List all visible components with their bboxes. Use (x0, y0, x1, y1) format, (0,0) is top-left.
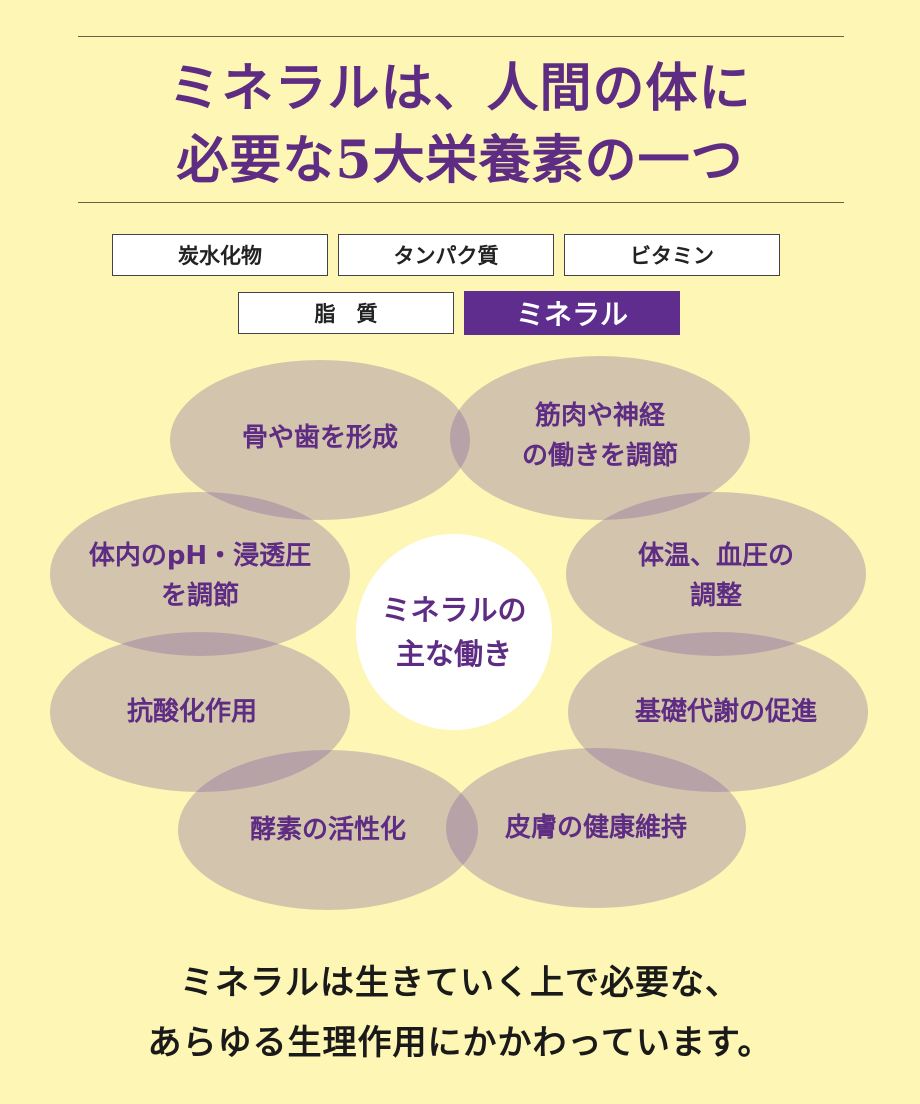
function-label-0-line1: 骨や歯を形成 (241, 423, 398, 453)
function-label-3-line1: 基礎代謝の促進 (634, 697, 817, 727)
function-label-6-line1: 抗酸化作用 (126, 697, 257, 727)
nutrient-protein: タンパク質 (338, 234, 554, 276)
ellipse-enzyme (178, 750, 478, 910)
ellipse-muscle-nerve (450, 356, 750, 520)
function-label-2: 体温、血圧の 調整 (566, 536, 866, 616)
function-label-6: 抗酸化作用 (42, 692, 342, 732)
ellipse-metabolism (568, 632, 868, 792)
nutrient-carbohydrates: 炭水化物 (112, 234, 328, 276)
nutrient-minerals: ミネラル (464, 291, 680, 335)
footer-line-1: ミネラルは生きていく上で必要な、 (180, 963, 740, 1003)
nutrient-lipids: 脂 質 (238, 292, 454, 334)
function-label-1-line1: 筋肉や神経 (534, 401, 665, 431)
footer-line-2: あらゆる生理作用にかかわっています。 (147, 1023, 773, 1063)
function-label-7: 体内のpH・浸透圧 を調節 (50, 536, 350, 616)
ellipse-ph-osmotic (50, 492, 350, 656)
function-label-5: 酵素の活性化 (178, 810, 478, 850)
function-label-7-line2: を調節 (160, 581, 239, 611)
center-label-line2: 主な働き (395, 637, 512, 671)
function-label-0: 骨や歯を形成 (170, 418, 470, 458)
function-label-2-line1: 体温、血圧の (637, 541, 794, 571)
title-top-rule (78, 36, 844, 37)
function-label-4-line1: 皮膚の健康維持 (504, 813, 687, 843)
function-label-3: 基礎代謝の促進 (576, 692, 876, 732)
function-label-5-line1: 酵素の活性化 (249, 815, 406, 845)
nutrient-vitamins: ビタミン (564, 234, 780, 276)
function-label-1-line2: の働きを調節 (521, 441, 678, 471)
title-bottom-rule (78, 202, 844, 203)
center-circle (356, 534, 552, 730)
center-label-line1: ミネラルの (381, 593, 527, 627)
title-line-2: 必要な5大栄養素の一つ (176, 130, 744, 191)
center-label: ミネラルの 主な働き (356, 588, 552, 676)
title-line-1: ミネラルは、人間の体に (168, 58, 752, 119)
ellipse-bones-teeth (170, 360, 470, 520)
ellipse-skin-health (446, 748, 746, 908)
function-label-4: 皮膚の健康維持 (446, 808, 746, 848)
ellipse-antioxidant (50, 632, 350, 792)
function-label-7-line1: 体内のpH・浸透圧 (88, 541, 312, 571)
function-label-2-line2: 調整 (689, 581, 742, 611)
function-label-1: 筋肉や神経 の働きを調節 (450, 396, 750, 476)
ellipse-temperature-pressure (566, 492, 866, 656)
